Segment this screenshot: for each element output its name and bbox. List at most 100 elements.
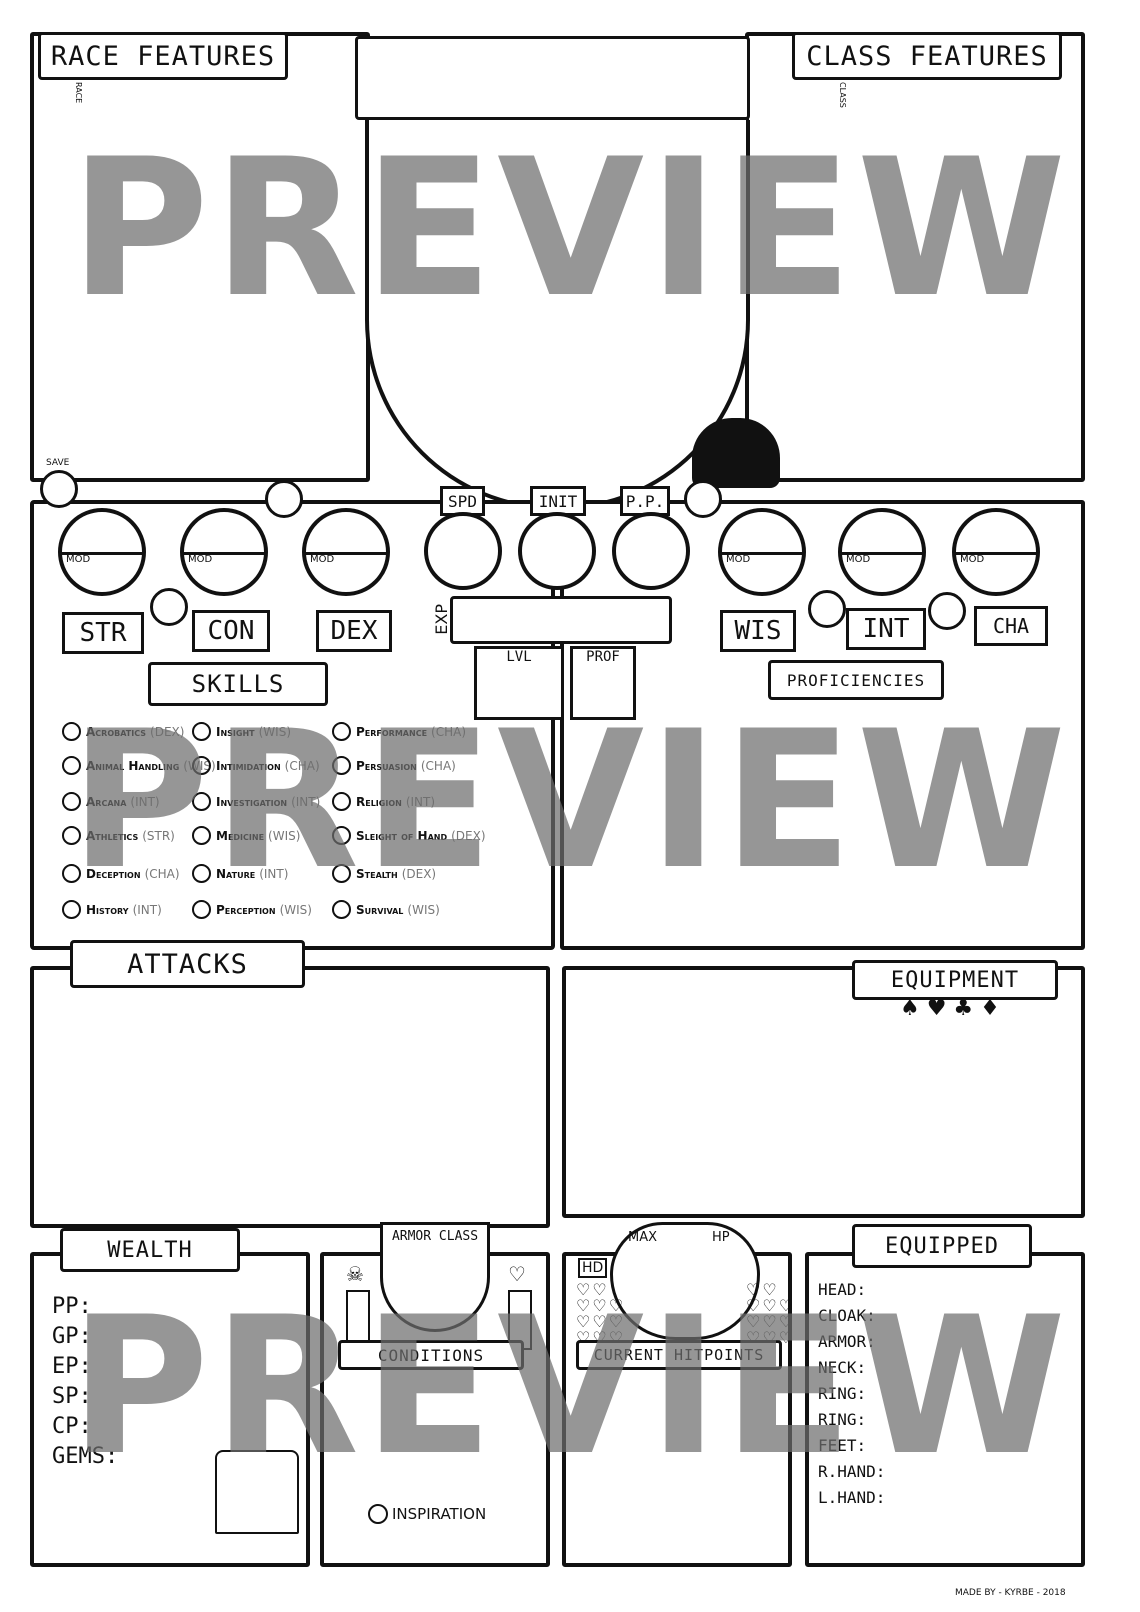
wealth-entry[interactable]: EP: — [52, 1354, 92, 1379]
wealth-entry[interactable]: SP: — [52, 1384, 92, 1409]
equipped-slot[interactable]: FEET: — [818, 1436, 867, 1455]
dex-save-circle[interactable] — [265, 480, 303, 518]
wis-save-circle[interactable] — [684, 480, 722, 518]
skill-name: Medicine — [216, 828, 265, 843]
cha-save-circle[interactable] — [928, 592, 966, 630]
hit-dice-hearts-right[interactable]: ♡♡♡♡♡♡♡♡♡♡♡ — [746, 1280, 796, 1347]
wealth-entry[interactable]: GP: — [52, 1324, 92, 1349]
skill-proficiency-checkbox[interactable] — [192, 756, 211, 775]
spd-label: SPD — [440, 486, 485, 516]
skill-ability: (WIS) — [407, 902, 440, 917]
equipped-slot[interactable]: RING: — [818, 1410, 867, 1429]
skill-row[interactable]: Religion(INT) — [332, 792, 435, 811]
portrait-shield[interactable] — [365, 120, 750, 510]
armor-class-tab[interactable]: ARMOR CLASS — [380, 1222, 490, 1332]
skill-name: History — [86, 902, 129, 917]
skill-row[interactable]: Nature(INT) — [192, 864, 288, 883]
int-save-circle[interactable] — [808, 590, 846, 628]
spd-circle[interactable] — [424, 512, 502, 590]
skill-row[interactable]: Intimidation(CHA) — [192, 756, 320, 775]
cha-circle[interactable]: MOD — [952, 508, 1040, 596]
equipped-slot[interactable]: ARMOR: — [818, 1332, 876, 1351]
skill-row[interactable]: Survival(WIS) — [332, 900, 440, 919]
equipped-slot[interactable]: R.HAND: — [818, 1462, 886, 1481]
skill-proficiency-checkbox[interactable] — [332, 900, 351, 919]
equipment-box[interactable] — [562, 966, 1085, 1218]
init-circle[interactable] — [518, 512, 596, 590]
skill-proficiency-checkbox[interactable] — [332, 722, 351, 741]
skill-ability: (CHA) — [431, 724, 467, 739]
equipped-slot[interactable]: RING: — [818, 1384, 867, 1403]
pp-circle[interactable] — [612, 512, 690, 590]
skill-proficiency-checkbox[interactable] — [332, 756, 351, 775]
skill-proficiency-checkbox[interactable] — [62, 864, 81, 883]
skill-row[interactable]: Arcana(INT) — [62, 792, 160, 811]
equipped-slot[interactable]: NECK: — [818, 1358, 867, 1377]
skill-proficiency-checkbox[interactable] — [62, 722, 81, 741]
skill-row[interactable]: Insight(WIS) — [192, 722, 291, 741]
str-save-circle[interactable] — [40, 470, 78, 508]
wealth-entry[interactable]: GEMS: — [52, 1444, 119, 1469]
skill-row[interactable]: Persuasion(CHA) — [332, 756, 456, 775]
skill-row[interactable]: Athletics(STR) — [62, 826, 175, 845]
con-label: CON — [192, 610, 270, 652]
max-hp-heart[interactable] — [610, 1222, 760, 1340]
lvl-box[interactable]: LVL — [474, 646, 564, 720]
skill-row[interactable]: Acrobatics(DEX) — [62, 722, 184, 741]
skill-name: Deception — [86, 866, 141, 881]
race-tag: RACE — [74, 82, 83, 104]
class-features-box — [745, 32, 1085, 482]
wis-circle[interactable]: MOD — [718, 508, 806, 596]
skill-proficiency-checkbox[interactable] — [62, 792, 81, 811]
skill-row[interactable]: Sleight of Hand(DEX) — [332, 826, 486, 845]
skill-row[interactable]: Investigation(INT) — [192, 792, 320, 811]
skill-row[interactable]: Deception(CHA) — [62, 864, 180, 883]
con-circle[interactable]: MOD — [180, 508, 268, 596]
prof-box[interactable]: PROF — [570, 646, 636, 720]
hit-dice-hearts-left[interactable]: ♡♡♡♡♡♡♡♡♡♡♡ — [576, 1280, 626, 1347]
equipped-slot[interactable]: L.HAND: — [818, 1488, 886, 1507]
skill-proficiency-checkbox[interactable] — [332, 864, 351, 883]
skill-name: Arcana — [86, 794, 127, 809]
skill-proficiency-checkbox[interactable] — [62, 826, 81, 845]
skill-proficiency-checkbox[interactable] — [192, 792, 211, 811]
skill-row[interactable]: Stealth(DEX) — [332, 864, 436, 883]
skill-ability: (STR) — [142, 828, 175, 843]
str-circle[interactable]: MOD — [58, 508, 146, 596]
skill-ability: (DEX) — [451, 828, 486, 843]
inspiration-checkbox[interactable] — [368, 1504, 388, 1524]
armor-class-label: ARMOR CLASS — [391, 1229, 479, 1244]
skill-row[interactable]: Performance(CHA) — [332, 722, 466, 741]
exp-banner[interactable] — [439, 596, 683, 657]
skill-proficiency-checkbox[interactable] — [332, 826, 351, 845]
skill-proficiency-checkbox[interactable] — [62, 756, 81, 775]
equipped-slot[interactable]: HEAD: — [818, 1280, 867, 1299]
skill-proficiency-checkbox[interactable] — [192, 826, 211, 845]
skill-row[interactable]: History(INT) — [62, 900, 162, 919]
int-circle[interactable]: MOD — [838, 508, 926, 596]
skills-banner: SKILLS — [137, 662, 339, 719]
skill-row[interactable]: Medicine(WIS) — [192, 826, 300, 845]
max-label: MAX — [628, 1230, 658, 1245]
skill-proficiency-checkbox[interactable] — [332, 792, 351, 811]
skill-ability: (INT) — [132, 902, 162, 917]
inspiration-row[interactable]: INSPIRATION — [368, 1504, 486, 1524]
skill-proficiency-checkbox[interactable] — [62, 900, 81, 919]
skill-name: Perception — [216, 902, 276, 917]
skill-ability: (WIS) — [279, 902, 312, 917]
skill-row[interactable]: Perception(WIS) — [192, 900, 312, 919]
wealth-entry[interactable]: CP: — [52, 1414, 92, 1439]
character-name-banner[interactable] — [344, 36, 761, 133]
con-save-circle[interactable] — [150, 588, 188, 626]
skill-proficiency-checkbox[interactable] — [192, 900, 211, 919]
wealth-entry[interactable]: PP: — [52, 1294, 92, 1319]
skull-icon: ☠ — [346, 1262, 364, 1286]
equipment-banner: EQUIPMENT — [841, 960, 1069, 1013]
wealth-box — [30, 1252, 310, 1567]
skill-proficiency-checkbox[interactable] — [192, 864, 211, 883]
skill-proficiency-checkbox[interactable] — [192, 722, 211, 741]
dex-circle[interactable]: MOD — [302, 508, 390, 596]
attacks-box[interactable] — [30, 966, 550, 1228]
equipped-slot[interactable]: CLOAK: — [818, 1306, 876, 1325]
lvl-label: LVL — [506, 649, 532, 665]
